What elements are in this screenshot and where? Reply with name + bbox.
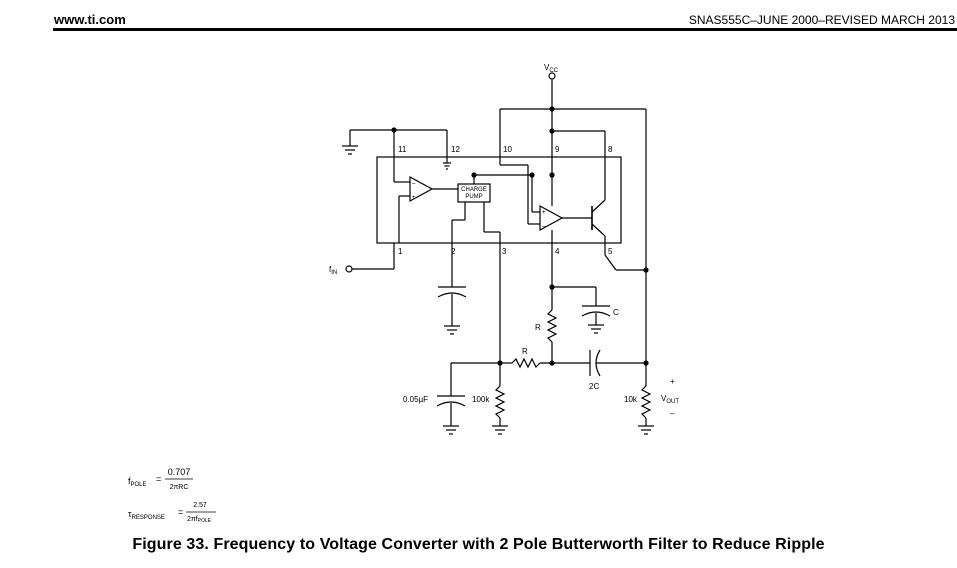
pin-4-label: 4 (555, 247, 560, 256)
r-horizontal-label: R (522, 347, 528, 356)
vout-minus-label: – (670, 409, 675, 418)
pin-8-label: 8 (608, 145, 613, 154)
pin-2-label: 2 (451, 247, 456, 256)
resistor-r-vertical (546, 309, 558, 343)
comparator-minus-label: – (412, 181, 416, 187)
output-op-amp (539, 204, 564, 232)
comparator-plus-label: + (412, 195, 416, 201)
input-comparator (409, 175, 434, 203)
fin-label: fIN (329, 265, 337, 276)
resistor-100k (494, 385, 506, 419)
formula-fpole: fPOLE = 0.707 2πRC (128, 467, 193, 491)
svg-text:τRESPONSE: τRESPONSE (128, 509, 165, 521)
header-document-reference: SNAS555C–JUNE 2000–REVISED MARCH 2013 (688, 13, 955, 27)
c-2c-label: 2C (589, 382, 599, 391)
c-input-label: 0.05µF (403, 395, 428, 404)
tresponse-numerator: 2.57 (193, 502, 207, 509)
circuit-schematic: VCC 11 12 10 9 8 1 2 3 4 5 CHARGE PUMP –… (128, 63, 679, 524)
svg-text:fPOLE: fPOLE (128, 476, 147, 488)
pin-10-label: 10 (503, 145, 512, 154)
fpole-numerator: 0.707 (168, 467, 191, 477)
ic-package (376, 156, 622, 244)
formula-tresponse: τRESPONSE = 2.57 2πfPOLE (128, 502, 216, 524)
c-label: C (613, 308, 619, 317)
header-rule (53, 28, 957, 31)
pin-12-label: 12 (451, 145, 460, 154)
vcc-label: VCC (544, 63, 559, 74)
resistor-10k (640, 385, 652, 419)
svg-text:=: = (156, 474, 161, 484)
r-100k-label: 100k (472, 395, 490, 404)
vout-plus-label: + (670, 377, 675, 386)
pin-1-label: 1 (398, 247, 403, 256)
resistor-r-horizontal (511, 357, 541, 369)
opamp-plus-label: + (542, 210, 546, 216)
pin-11-label: 11 (398, 145, 407, 154)
fin-terminal (345, 265, 353, 273)
opamp-minus-label: – (542, 224, 546, 230)
tresponse-denominator: 2πfPOLE (187, 516, 212, 524)
pin-9-label: 9 (555, 145, 560, 154)
charge-pump-label-line2: PUMP (465, 194, 482, 200)
figure-caption: Figure 33. Frequency to Voltage Converte… (132, 536, 825, 553)
pin-5-label: 5 (608, 247, 613, 256)
fpole-denominator: 2πRC (170, 484, 189, 491)
vout-label: VOUT (661, 394, 679, 405)
charge-pump-label-line1: CHARGE (461, 187, 487, 193)
r-10k-label: 10k (624, 395, 638, 404)
svg-text:=: = (178, 507, 183, 517)
pin-3-label: 3 (502, 247, 507, 256)
junction-dots (391, 106, 649, 366)
r-vertical-label: R (535, 323, 541, 332)
header-site-link[interactable]: www.ti.com (54, 12, 126, 27)
